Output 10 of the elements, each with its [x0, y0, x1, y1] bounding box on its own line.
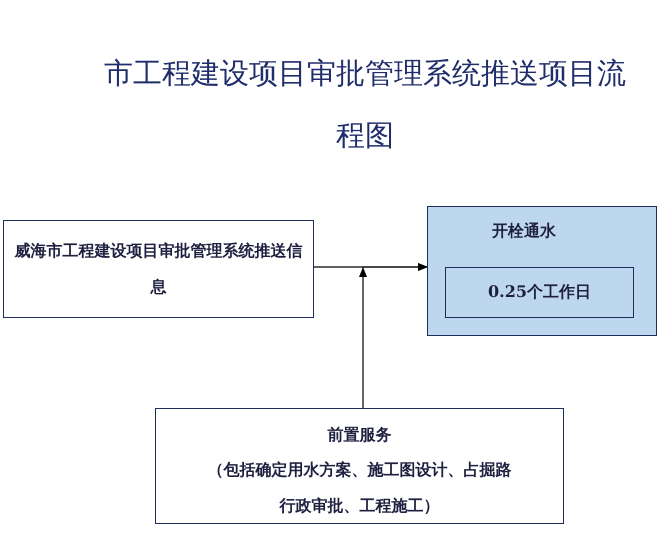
box-text: 前置服务 — [326, 424, 392, 446]
title: 市工程建设项目审批管理系统推送项目流程图 — [103, 55, 627, 154]
duration-box — [445, 267, 634, 318]
box-text: 0.25个工作日 — [487, 281, 592, 303]
box-note: （包括确定用水方案、施工图设计、占掘路行政审批、工程施工） — [206, 459, 512, 517]
box-text: 开栓通水 — [492, 220, 557, 242]
process-box — [3, 220, 314, 318]
process-box — [427, 206, 657, 336]
process-box — [155, 408, 564, 524]
box-text: 威海市工程建设项目审批管理系统推送信息 — [14, 240, 303, 298]
